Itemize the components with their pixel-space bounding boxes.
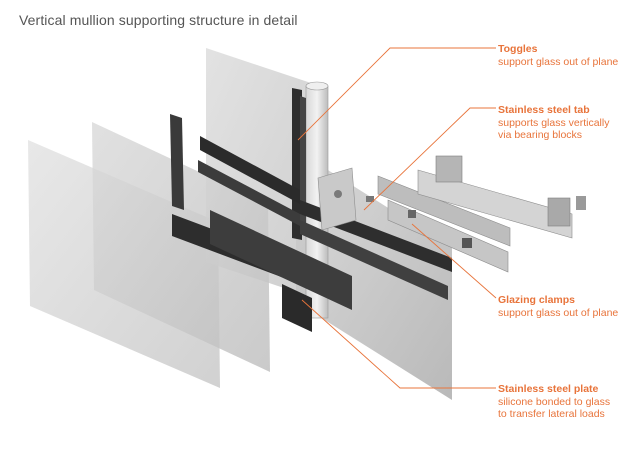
callout-stainless-steel-plate: Stainless steel plate silicone bonded to… xyxy=(498,383,610,421)
callout-title: Stainless steel plate xyxy=(498,383,599,395)
callout-title: Glazing clamps xyxy=(498,294,576,306)
callout-glazing-clamps: Glazing clamps support glass out of plan… xyxy=(498,294,618,319)
callout-toggles: Toggles support glass out of plane xyxy=(498,43,618,68)
clamp-bracket xyxy=(317,167,357,231)
diagram-title: Vertical mullion supporting structure in… xyxy=(19,12,298,28)
glazing-strip-upper-1 xyxy=(200,136,300,204)
stainless-tab-bar-lower xyxy=(387,199,509,273)
glazing-strip-upper-2 xyxy=(198,160,300,226)
callout-description: support glass out of plane xyxy=(498,55,619,68)
callout-leader-steel-plate xyxy=(301,299,496,389)
bearing-block-assembly xyxy=(417,169,573,239)
clamp-vertical-bar xyxy=(170,114,184,210)
callout-description: support glass out of plane xyxy=(498,306,619,319)
callout-description: to transfer lateral loads xyxy=(498,408,605,420)
callout-description: via bearing blocks xyxy=(498,129,583,141)
callout-description: supports glass vertically xyxy=(498,116,610,129)
callout-leader-toggles xyxy=(297,47,496,141)
callout-leader-glazing-clamps xyxy=(411,223,497,299)
callout-title: Stainless steel tab xyxy=(498,104,590,116)
steel-plate-left-lower xyxy=(210,210,352,310)
callout-description: silicone bonded to glass xyxy=(498,395,611,408)
glazing-strip-right-2 xyxy=(300,220,448,300)
callout-title: Toggles xyxy=(498,43,538,55)
callout-leader-steel-tab xyxy=(363,107,496,211)
callout-stainless-steel-tab: Stainless steel tab supports glass verti… xyxy=(498,104,609,142)
stainless-tab-bar-upper xyxy=(377,175,511,247)
